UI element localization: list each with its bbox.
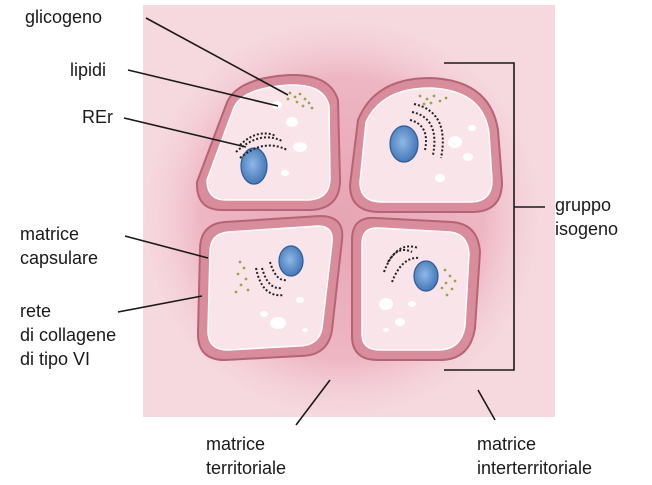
label-glicogeno: glicogeno (25, 7, 102, 27)
cell-body (208, 226, 332, 350)
cell-bottom-left (198, 216, 342, 360)
label-matrice-interterritoriale: matrice interterritoriale (477, 434, 592, 478)
label-matrice-capsulare: matrice capsulare (20, 224, 98, 268)
cell-bottom-right (352, 218, 480, 360)
nucleus (279, 246, 303, 276)
label-matrice-territoriale: matrice territoriale (206, 434, 286, 478)
label-lipidi: lipidi (70, 60, 106, 80)
nucleus (414, 261, 438, 291)
nucleus (390, 126, 418, 162)
label-gruppo-isogeno: gruppo isogeno (555, 195, 618, 239)
cell-top-right (350, 78, 502, 212)
nucleus (241, 148, 267, 184)
territorial-matrix (146, 22, 538, 414)
label-rete-collagene: rete di collagene di tipo VI (20, 301, 121, 369)
label-rer: REr (82, 107, 113, 127)
